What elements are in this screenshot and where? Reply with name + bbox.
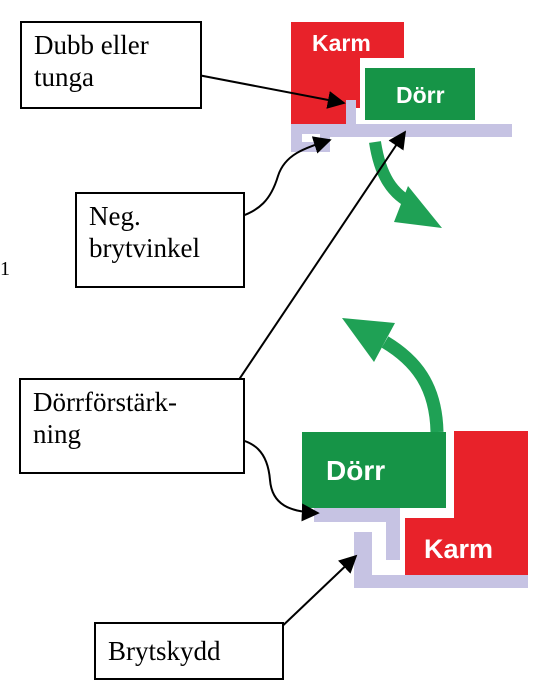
bottom-karm-block	[405, 431, 528, 575]
bottom-assembly: Karm Dörr	[302, 318, 528, 588]
neg-brytvinkel-leader-line	[225, 136, 332, 221]
stray-mark: 1	[0, 258, 10, 280]
top-dorr-label: Dörr	[396, 82, 445, 108]
callout-neg-brytvinkel: Neg. brytvinkel	[75, 192, 245, 288]
bottom-karm-label: Karm	[424, 534, 493, 564]
bottom-dorr-block	[302, 432, 446, 508]
dorrforstarkning-leader-line	[231, 130, 407, 391]
callout-brytskydd: Brytskydd	[94, 622, 284, 680]
bottom-swing-arrow-shaft	[381, 336, 444, 433]
bottom-brytskydd-profile	[354, 532, 528, 588]
callout-dubb-eller-tunga: Dubb eller tunga	[20, 21, 202, 109]
bottom-dorr-label: Dörr	[326, 455, 385, 486]
top-assembly: Karm Dörr	[291, 22, 512, 228]
top-dorr-reinforcement	[342, 124, 512, 137]
top-karm-label: Karm	[312, 30, 371, 56]
bottom-swing-arrow-head	[342, 318, 395, 362]
brytskydd-leader-line	[273, 554, 358, 635]
top-swing-arrow-head	[394, 186, 442, 228]
dorrforstarkning-bottom-leader-line	[217, 436, 320, 522]
top-neg-brytvinkel-bracket	[291, 124, 346, 152]
callout-dorrforstarkning: Dörrförstärk- ning	[19, 378, 245, 474]
top-dubb-pin	[346, 100, 356, 124]
top-dorr-block	[365, 68, 475, 120]
bottom-dorr-reinforcement	[314, 508, 400, 560]
